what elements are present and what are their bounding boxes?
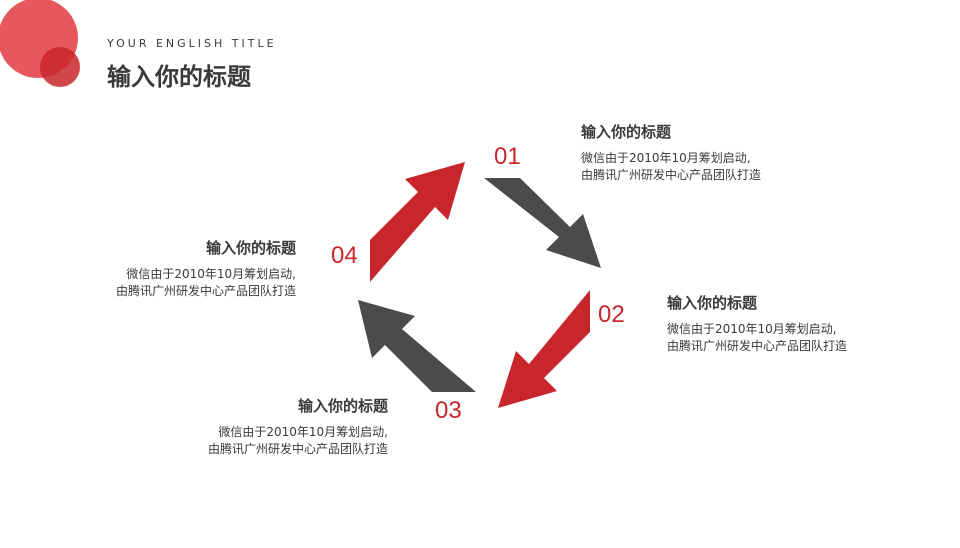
step-desc-03-line1: 微信由于2010年10月筹划启动, (218, 425, 388, 439)
step-block-02: 输入你的标题 微信由于2010年10月筹划启动, 由腾讯广州研发中心产品团队打造 (667, 292, 847, 355)
step-title-04: 输入你的标题 (205, 239, 296, 257)
arrow-04 (370, 162, 465, 282)
arrow-01 (484, 178, 601, 268)
step-number-02: 02 (598, 301, 625, 328)
step-desc-02-line2: 由腾讯广州研发中心产品团队打造 (667, 339, 848, 353)
step-desc-02-line1: 微信由于2010年10月筹划启动, (667, 322, 837, 336)
step-number-03: 03 (435, 397, 462, 424)
step-block-03: 输入你的标题 微信由于2010年10月筹划启动, 由腾讯广州研发中心产品团队打造 (208, 395, 388, 458)
step-desc-04-line1: 微信由于2010年10月筹划启动, (126, 267, 296, 281)
step-number-04: 04 (331, 242, 358, 269)
step-desc-04-line2: 由腾讯广州研发中心产品团队打造 (115, 284, 296, 298)
step-title-02: 输入你的标题 (667, 294, 758, 312)
page-title: 输入你的标题 (107, 63, 251, 91)
step-title-01: 输入你的标题 (581, 123, 672, 141)
arrow-03 (358, 300, 476, 392)
step-block-01: 输入你的标题 微信由于2010年10月筹划启动, 由腾讯广州研发中心产品团队打造 (581, 121, 761, 184)
arrow-02 (498, 290, 590, 408)
step-desc-01-line2: 由腾讯广州研发中心产品团队打造 (581, 168, 762, 182)
header-subtitle: YOUR ENGLISH TITLE (107, 37, 277, 50)
step-desc-01-line1: 微信由于2010年10月筹划启动, (581, 151, 751, 165)
step-number-01: 01 (494, 143, 521, 170)
decor-circle-small (40, 47, 80, 87)
step-block-04: 输入你的标题 微信由于2010年10月筹划启动, 由腾讯广州研发中心产品团队打造 (116, 237, 296, 300)
step-desc-03-line2: 由腾讯广州研发中心产品团队打造 (207, 442, 388, 456)
decor-circles (0, 0, 80, 87)
step-title-03: 输入你的标题 (297, 397, 388, 415)
